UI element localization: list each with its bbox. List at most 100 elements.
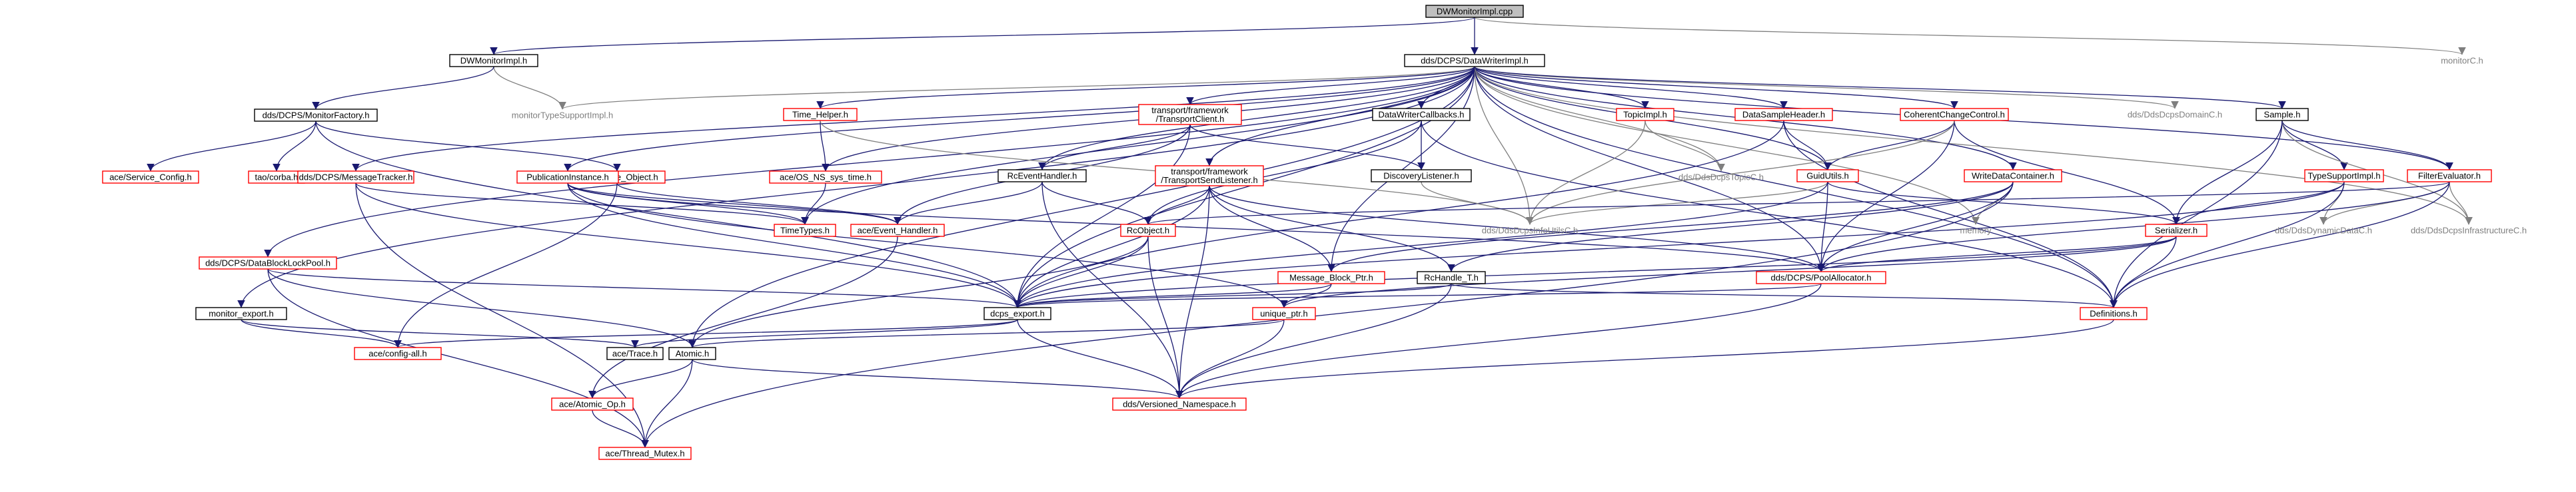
node-box-timehelp: [783, 108, 858, 121]
node-dlisten[interactable]: DiscoveryListener.h: [1371, 169, 1472, 182]
node-svccfg[interactable]: ace/Service_Config.h: [102, 170, 199, 184]
edge-dblp-to-dcpsexp: [267, 268, 1021, 308]
node-tfclient[interactable]: transport/framework/TransportClient.h: [1138, 104, 1242, 125]
node-label-monc: monitorC.h: [2441, 55, 2483, 65]
node-box-rcobject: [1120, 224, 1176, 237]
node-mfac[interactable]: dds/DCPS/MonitorFactory.h: [254, 109, 378, 122]
node-box-aceeh: [850, 224, 945, 237]
node-dsh[interactable]: DataSampleHeader.h: [1734, 108, 1833, 121]
edge-rcobject-to-atomic: [688, 236, 1149, 348]
node-wdc[interactable]: WriteDataContainer.h: [1964, 169, 2062, 182]
node-label-rceh: RcEventHandler.h: [1007, 170, 1077, 180]
node-box-definitions: [2080, 307, 2148, 320]
node-box-wdc: [1964, 169, 2062, 182]
node-aceeh[interactable]: ace/Event_Handler.h: [850, 224, 945, 237]
node-ccc[interactable]: CoherentChangeControl.h: [1900, 108, 2009, 121]
node-label-poolalloc: dds/DCPS/PoolAllocator.h: [1770, 272, 1871, 282]
node-mbptr[interactable]: Message_Block_Ptr.h: [1277, 271, 1385, 284]
edge-dwi-to-memory: [1474, 66, 1980, 225]
edge-dwi-to-dsh: [1474, 66, 1788, 109]
edge-mfac-to-svccfg: [147, 121, 317, 172]
edge-topicimpl-to-topicc: [1644, 120, 1725, 172]
node-label-rchandle: RcHandle_T.h: [1424, 272, 1479, 282]
node-root[interactable]: DWMonitorImpl.cpp: [1425, 5, 1524, 18]
node-label-dwi: dds/DCPS/DataWriterImpl.h: [1421, 55, 1529, 65]
node-timetypes[interactable]: TimeTypes.h: [774, 224, 836, 237]
node-monexp[interactable]: monitor_export.h: [195, 307, 287, 320]
edge-ccc-to-infoutils: [1526, 120, 1955, 225]
node-domainc: dds/DdsDcpsDomainC.h: [2128, 109, 2222, 119]
edge-guidutils-to-dcpsexp: [1013, 181, 1828, 308]
edge-dwi-to-dblp: [264, 66, 1475, 258]
edge-guidutils-to-poolalloc: [1817, 181, 1828, 272]
node-threadmutex[interactable]: ace/Thread_Mutex.h: [598, 447, 692, 460]
edge-dcpsexp-to-acetrace: [631, 319, 1018, 348]
node-box-atomic: [668, 347, 716, 360]
edge-uniqueptr-to-vns: [1175, 319, 1285, 399]
node-label-tfclient-line2: /TransportClient.h: [1156, 114, 1225, 124]
node-dblp[interactable]: dds/DCPS/DataBlockLockPool.h: [199, 256, 337, 270]
node-label-aceeh: ace/Event_Handler.h: [858, 225, 938, 235]
node-label-topicimpl: TopicImpl.h: [1623, 109, 1667, 119]
node-rchandle[interactable]: RcHandle_T.h: [1417, 271, 1486, 284]
edge-dsh-to-dcpsexp: [1013, 120, 1784, 308]
node-dcpsexp[interactable]: dcps_export.h: [983, 307, 1051, 320]
node-rceh[interactable]: RcEventHandler.h: [997, 169, 1087, 182]
edge-monexp-to-configall: [241, 319, 402, 348]
node-definitions[interactable]: Definitions.h: [2080, 307, 2148, 320]
node-label-monexp: monitor_export.h: [209, 308, 274, 318]
node-vns[interactable]: dds/Versioned_Namespace.h: [1112, 397, 1247, 411]
node-label-mts: monitorTypeSupportImpl.h: [512, 110, 613, 120]
edge-dblp-to-atomic: [267, 268, 696, 348]
node-infoutils: dds/DdsDcpsInfoUtilsC.h: [1482, 225, 1579, 235]
node-atomic[interactable]: Atomic.h: [668, 347, 716, 360]
edge-svcobj-to-configall: [394, 182, 618, 348]
node-timehelp[interactable]: Time_Helper.h: [783, 108, 858, 121]
node-label-definitions: Definitions.h: [2090, 308, 2138, 318]
edge-dwcb-to-rcobject: [1144, 120, 1422, 225]
node-box-ccc: [1900, 108, 2009, 121]
node-acetrace[interactable]: ace/Trace.h: [606, 347, 664, 360]
node-dwcb[interactable]: DataWriterCallbacks.h: [1372, 108, 1471, 121]
node-serializer[interactable]: Serializer.h: [2145, 224, 2208, 237]
node-uniqueptr[interactable]: unique_ptr.h: [1252, 307, 1316, 320]
node-msgtrk[interactable]: dds/DCPS/MessageTracker.h: [297, 170, 414, 184]
node-label-dwmon: DWMonitorImpl.h: [460, 55, 527, 65]
node-box-aceatomic: [551, 397, 634, 411]
node-tsl[interactable]: transport/framework/TransportSendListene…: [1155, 165, 1264, 186]
node-sample[interactable]: Sample.h: [2255, 108, 2309, 121]
node-dwi[interactable]: dds/DCPS/DataWriterImpl.h: [1404, 54, 1545, 67]
node-osns[interactable]: ace/OS_NS_sys_time.h: [769, 170, 882, 184]
node-guidutils[interactable]: GuidUtils.h: [1796, 169, 1859, 182]
node-label-infoutils: dds/DdsDcpsInfoUtilsC.h: [1482, 225, 1579, 235]
node-label-pubinst: PublicationInstance.h: [526, 172, 609, 182]
node-pubinst[interactable]: PublicationInstance.h: [516, 170, 619, 184]
node-label-tsl-line2: /TransportSendListener.h: [1161, 175, 1258, 185]
node-box-uniqueptr: [1252, 307, 1316, 320]
node-poolalloc[interactable]: dds/DCPS/PoolAllocator.h: [1756, 271, 1886, 284]
node-memory: memory: [1960, 225, 1992, 235]
node-fe[interactable]: FilterEvaluator.h: [2407, 169, 2492, 182]
edge-dwi-to-msgtrk: [352, 66, 1475, 172]
node-mts: monitorTypeSupportImpl.h: [512, 110, 613, 120]
edge-mbptr-to-uniqueptr: [1280, 283, 1332, 308]
edge-fe-to-infrac: [2449, 181, 2473, 225]
node-topicimpl[interactable]: TopicImpl.h: [1616, 108, 1674, 121]
edge-wdc-to-rchandle: [1447, 181, 2014, 272]
edge-dwi-to-infoutils: [1474, 66, 1534, 225]
node-taocorba[interactable]: tao/corba.h: [248, 170, 305, 184]
node-aceatomic[interactable]: ace/Atomic_Op.h: [551, 397, 634, 411]
edge-serializer-to-uniqueptr: [1280, 236, 2177, 308]
edge-tsl-to-rchandle: [1209, 185, 1455, 272]
edge-dwi-to-mbptr: [1327, 66, 1475, 272]
node-rcobject[interactable]: RcObject.h: [1120, 224, 1176, 237]
edge-dwi-to-timehelp: [816, 66, 1475, 109]
node-configall[interactable]: ace/config-all.h: [354, 347, 442, 360]
node-dwmon[interactable]: DWMonitorImpl.h: [449, 54, 538, 67]
edge-rceh-to-aceeh: [894, 181, 1043, 225]
node-label-dsh: DataSampleHeader.h: [1742, 109, 1825, 119]
edge-aceeh-to-aceatomic: [588, 236, 898, 399]
node-tsi[interactable]: TypeSupportImpl.h: [2304, 169, 2384, 182]
edge-tsl-to-dcpsexp: [1013, 185, 1210, 308]
edge-msgtrk-to-timetypes: [355, 182, 809, 225]
